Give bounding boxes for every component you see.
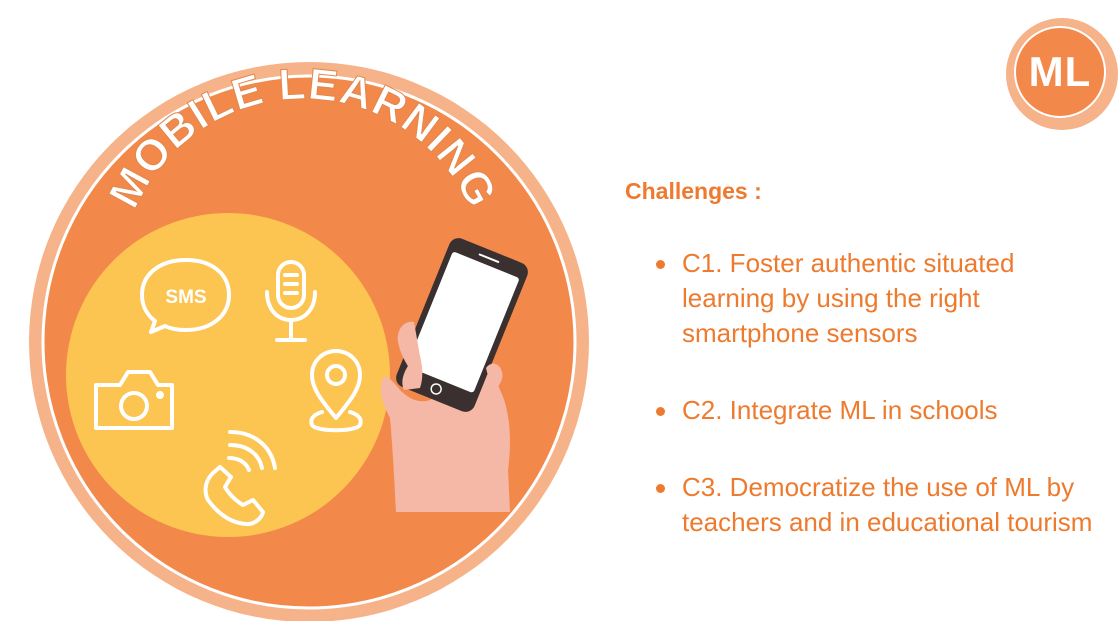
- camera-icon: [94, 370, 174, 430]
- smartphone-in-hand-icon: [380, 238, 528, 512]
- sms-label: SMS: [165, 287, 206, 308]
- ml-logo-label: ML: [1014, 26, 1106, 118]
- challenge-item-c3: C3. Democratize the use of ML by teacher…: [650, 470, 1110, 540]
- location-pin-icon: [309, 349, 363, 433]
- challenges-heading: Challenges :: [625, 178, 762, 204]
- mobile-learning-badge: MOBILE LEARNING SMS: [29, 59, 589, 621]
- inner-disc: [66, 213, 390, 537]
- microphone-icon: [265, 260, 317, 342]
- challenge-item-c2: C2. Integrate ML in schools: [650, 393, 1110, 428]
- sms-bubble-icon: [140, 258, 231, 334]
- phone-call-icon: [203, 430, 277, 527]
- challenge-item-c1: C1. Foster authentic situated learning b…: [650, 246, 1110, 351]
- challenge-list: C1. Foster authentic situated learning b…: [650, 246, 1110, 582]
- ml-logo-badge: ML: [1006, 18, 1118, 130]
